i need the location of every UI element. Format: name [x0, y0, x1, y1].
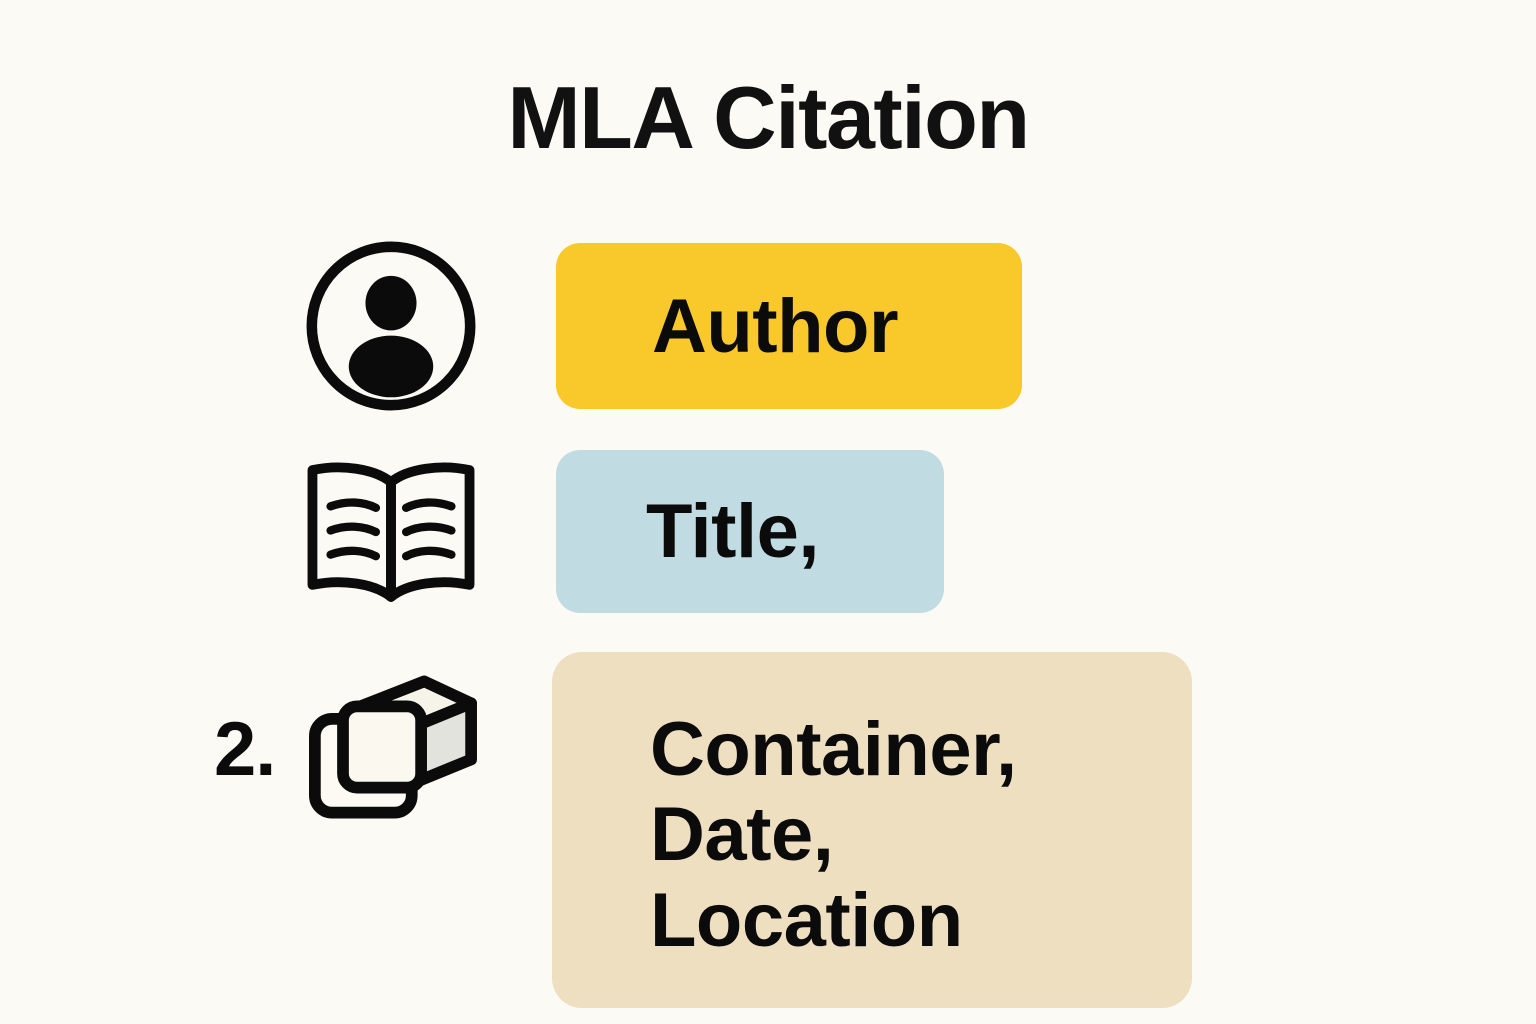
chip-title-label: Title,: [646, 489, 819, 574]
open-book-icon: [300, 458, 482, 606]
chip-container-line-2: Date,: [650, 792, 834, 878]
chip-title[interactable]: Title,: [556, 450, 944, 613]
chip-author-label: Author: [652, 283, 899, 369]
chip-author[interactable]: Author: [556, 243, 1022, 409]
person-circle-icon: [303, 238, 479, 414]
list-number-2: 2.: [214, 707, 276, 792]
page-title: MLA Citation: [507, 68, 1030, 167]
chip-container-line-3: Location: [650, 877, 963, 963]
box-3d-icon: [305, 672, 481, 822]
chip-container-line-1: Container,: [650, 707, 1017, 793]
chip-container[interactable]: Container, Date, Location: [552, 652, 1192, 1008]
